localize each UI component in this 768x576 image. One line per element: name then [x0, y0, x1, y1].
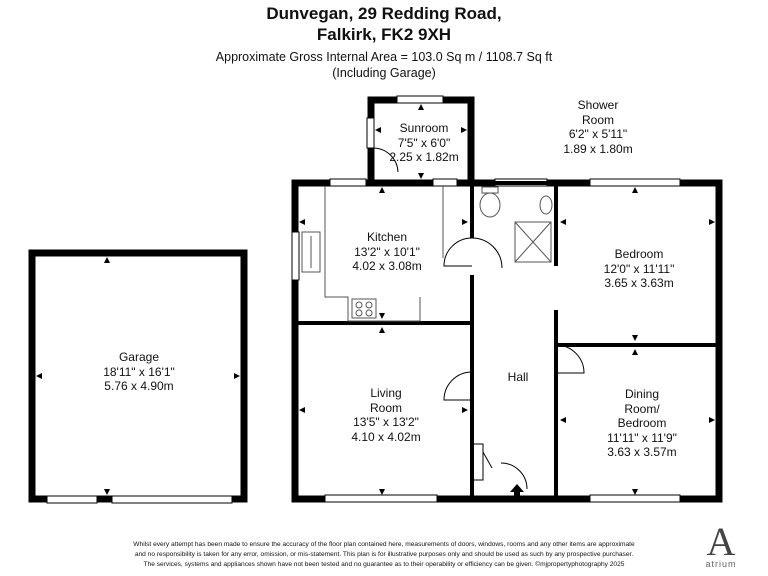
dining-name-line3: Bedroom [617, 416, 667, 430]
room-label-bedroom: Bedroom 12'0" x 11'11" 3.65 x 3.63m [604, 247, 675, 291]
property-title-line1: Dunvegan, 29 Redding Road, [266, 4, 502, 23]
garage-walls [28, 249, 248, 504]
room-label-kitchen: Kitchen 13'2" x 10'1" 4.02 x 3.08m [352, 230, 421, 274]
bedroom-imperial: 12'0" x 11'11" [603, 261, 675, 276]
room-label-garage: Garage 18'11" x 16'1" 5.76 x 4.90m [103, 350, 175, 394]
kitchen-units [301, 186, 444, 322]
atrium-logo: A atrium [694, 519, 748, 571]
room-label-living: Living Room 13'5" x 13'2" 4.10 x 4.02m [351, 386, 420, 444]
hall-cupboard [472, 443, 493, 481]
kitchen-metric: 4.02 x 3.08m [352, 259, 422, 273]
disclaimer-line1: Whilst every attempt has been made to en… [133, 541, 635, 548]
garage-metric: 5.76 x 4.90m [104, 379, 174, 393]
kitchen-name: Kitchen [366, 230, 408, 244]
sunroom-imperial: 7'5" x 6'0" [397, 135, 451, 150]
entrance-arrow [510, 484, 524, 499]
living-imperial: 13'5" x 13'2" [353, 415, 419, 429]
dining-name-line1: Dining [624, 387, 660, 401]
door-swings [443, 237, 585, 490]
room-label-dining: Dining Room/ Bedroom 11'11" x 11'9" 3.63… [607, 387, 677, 460]
area-note: (Including Garage) [332, 66, 436, 80]
hall-name: Hall [507, 370, 529, 384]
living-name-line2: Room [369, 400, 402, 415]
dimension-arrows [36, 104, 715, 495]
garage-name: Garage [118, 350, 160, 364]
sunroom-walls [366, 95, 475, 183]
sunroom-metric: 2.25 x 1.82m [389, 150, 459, 164]
room-label-sunroom: Sunroom 7'5" x 6'0" 2.25 x 1.82m [389, 121, 458, 165]
shower-name-line1: Shower [577, 98, 619, 112]
dining-name-line2: Room/ [624, 401, 660, 416]
bedroom-name: Bedroom [614, 247, 664, 261]
shower-name-line2: Room [581, 112, 614, 127]
dining-metric: 3.63 x 3.57m [607, 445, 677, 459]
logo-word: atrium [705, 559, 736, 569]
garage-imperial: 18'11" x 16'1" [103, 364, 175, 379]
logo-letter: A [707, 519, 736, 564]
living-name-line1: Living [370, 386, 402, 400]
interior-walls [295, 181, 719, 499]
living-metric: 4.10 x 4.02m [351, 429, 421, 444]
sunroom-name: Sunroom [399, 121, 449, 135]
shower-fixtures [479, 186, 553, 263]
dining-imperial: 11'11" x 11'9" [607, 430, 677, 445]
bedroom-metric: 3.65 x 3.63m [604, 276, 674, 290]
gross-internal-area: Approximate Gross Internal Area = 103.0 … [215, 50, 553, 64]
shower-metric: 1.89 x 1.80m [563, 141, 633, 156]
disclaimer-line3: The services, systems and appliances sho… [143, 561, 625, 568]
room-label-hall: Hall [508, 370, 529, 385]
disclaimer: Whilst every attempt has been made to en… [0, 540, 768, 570]
property-title-line2: Falkirk, FK2 9XH [316, 25, 452, 44]
shower-imperial: 6'2" x 5'11" [568, 127, 628, 141]
atrium-logo-mark: A atrium [705, 519, 736, 569]
room-label-shower: Shower Room 6'2" x 5'11" 1.89 x 1.80m [563, 98, 632, 156]
disclaimer-line2: and no responsibility is taken for any e… [134, 551, 634, 558]
kitchen-imperial: 13'2" x 10'1" [354, 244, 420, 259]
